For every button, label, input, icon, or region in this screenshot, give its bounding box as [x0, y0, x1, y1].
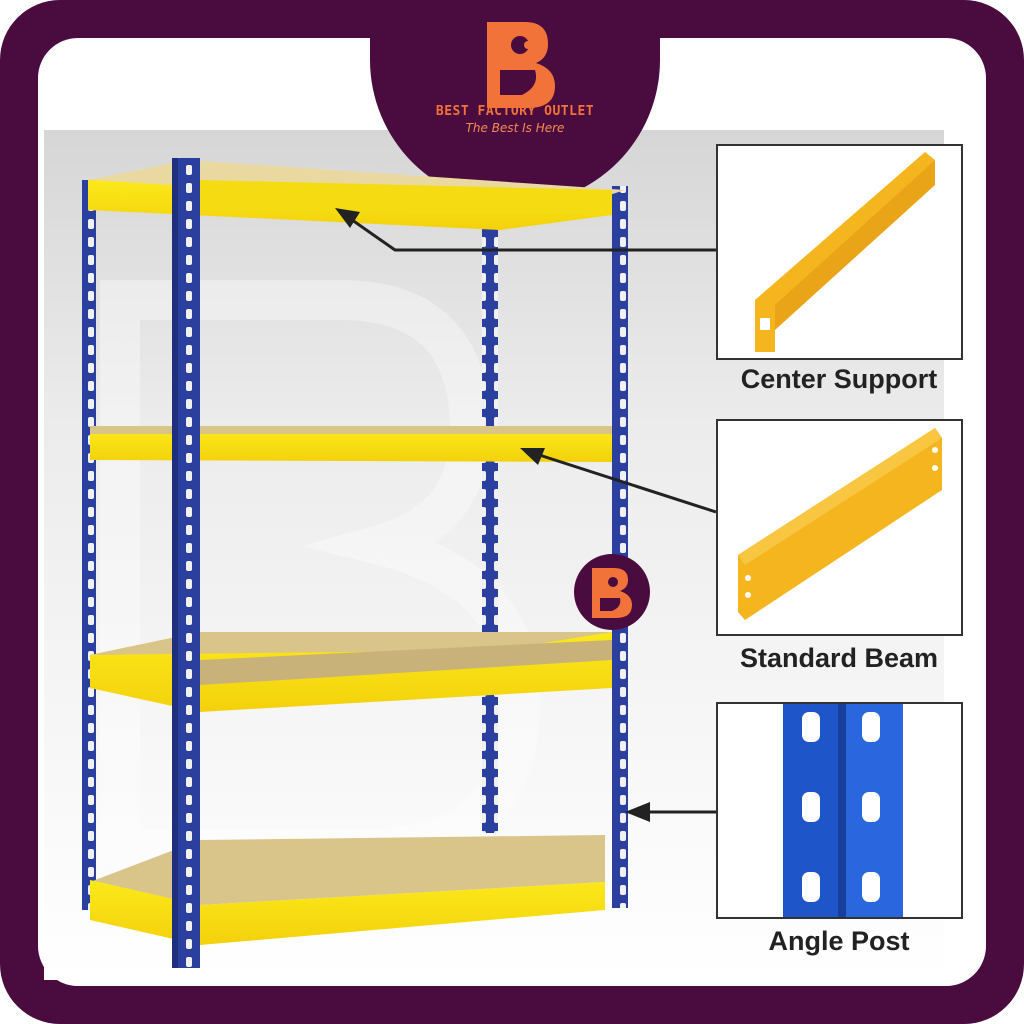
- front-post: [176, 158, 200, 968]
- brand-name: BEST FACTORY OUTLET: [435, 104, 595, 119]
- angle-post-label: Angle Post: [768, 926, 910, 956]
- standard-beam-label: Standard Beam: [739, 643, 939, 673]
- brand-logo: [370, 0, 660, 205]
- angle-post-icon: [783, 704, 903, 917]
- shelving-unit: [82, 158, 628, 968]
- brand-tagline: The Best Is Here: [465, 121, 565, 135]
- center-support-label: Center Support: [740, 364, 938, 394]
- badge-logo-icon: [574, 554, 650, 630]
- back-post-right: [612, 186, 628, 908]
- side-post: [82, 180, 96, 910]
- angle-post-box: [716, 702, 963, 919]
- center-support-icon: [755, 152, 935, 352]
- back-post-left: [482, 228, 498, 833]
- center-support-box: [716, 144, 963, 360]
- standard-beam-box: [716, 419, 963, 636]
- b-letter-logo-icon: [487, 22, 555, 108]
- standard-beam-icon: [738, 428, 942, 620]
- brand-text: BEST FACTORY OUTLET The Best Is Here: [370, 104, 660, 135]
